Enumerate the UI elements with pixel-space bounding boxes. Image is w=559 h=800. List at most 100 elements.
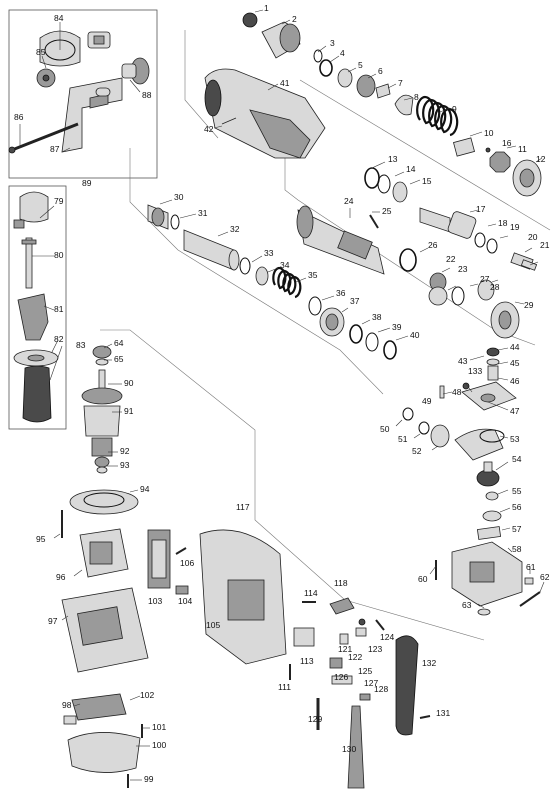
assembly-guide-front	[299, 79, 551, 231]
ring-part	[308, 296, 322, 316]
part-number: 20	[528, 232, 538, 242]
pin-part	[520, 259, 538, 271]
field-part	[79, 528, 129, 578]
spring-part	[272, 266, 302, 299]
retainer-part	[375, 83, 391, 99]
part-number: 12	[536, 154, 546, 164]
part-number: 62	[540, 572, 550, 582]
part-number: 34	[280, 260, 290, 270]
washer-part	[95, 358, 109, 366]
part-number: 40	[410, 330, 420, 340]
part-number: 27	[480, 274, 490, 284]
part-number: 94	[140, 484, 150, 494]
washer-part	[337, 68, 353, 88]
part-number: 30	[174, 192, 184, 202]
screw-part	[462, 382, 470, 390]
washer-part	[485, 491, 499, 501]
cord-part	[347, 705, 365, 789]
part-number: 38	[372, 312, 382, 322]
part-number: 44	[510, 342, 520, 352]
part-number: 93	[120, 460, 130, 470]
part-number: 90	[124, 378, 134, 388]
tool-holder-sleeve-part	[261, 21, 301, 59]
part-number: 2	[292, 14, 297, 24]
screw-part	[369, 214, 379, 229]
part-number: 128	[374, 684, 388, 694]
clamp-block-part	[87, 31, 111, 49]
part-number: 45	[510, 358, 520, 368]
part-number: 25	[382, 206, 392, 216]
part-number: 132	[422, 658, 436, 668]
switch-lever-part	[329, 597, 355, 615]
part-number: 117	[236, 502, 250, 512]
part-number: 39	[392, 322, 402, 332]
ring-part	[319, 59, 333, 77]
part-number: 125	[358, 666, 372, 676]
part-number: 124	[380, 632, 394, 642]
part-number: 3	[330, 38, 335, 48]
bearing-part	[92, 345, 112, 359]
gasket-part	[476, 526, 502, 540]
part-number: 43	[458, 356, 468, 366]
gear-part	[489, 151, 511, 173]
pin-part	[485, 147, 491, 153]
part-number: 84	[54, 13, 64, 23]
shaft-part	[487, 365, 499, 381]
depth-knob-part	[36, 68, 56, 88]
bearing-part	[94, 456, 110, 468]
part-number: 19	[510, 222, 520, 232]
washer-part	[96, 466, 108, 474]
ring-part	[377, 174, 391, 194]
part-number: 99	[144, 774, 154, 784]
part-number: 92	[120, 446, 130, 456]
washer-part	[428, 286, 448, 306]
part-number: 106	[180, 558, 194, 568]
cord-clamp-part	[331, 675, 353, 685]
part-number: 47	[510, 406, 520, 416]
rear-cover-part	[67, 732, 141, 773]
change-ring-part	[319, 307, 345, 337]
attachment-kit-box	[8, 9, 158, 179]
ring-part	[364, 167, 380, 189]
part-number: 56	[512, 502, 522, 512]
handle-flange-part	[13, 349, 59, 367]
assembly-guide-motor	[100, 329, 485, 641]
part-number: 55	[512, 486, 522, 496]
part-number: 133	[468, 366, 482, 376]
part-number: 21	[540, 240, 550, 250]
collar-part	[477, 279, 495, 301]
part-number: 1	[264, 3, 269, 13]
ring-part	[365, 332, 379, 352]
part-number: 42	[204, 124, 214, 134]
part-number: 23	[458, 264, 468, 274]
bearing-plate-part	[461, 381, 517, 411]
baffle-plate-part	[69, 489, 139, 515]
part-number: 96	[56, 572, 66, 582]
part-number: 8	[414, 92, 419, 102]
part-number: 17	[476, 204, 486, 214]
part-number: 57	[512, 524, 522, 534]
part-number: 50	[380, 424, 390, 434]
part-number: 81	[54, 304, 64, 314]
part-number: 41	[280, 78, 290, 88]
part-number: 102	[140, 690, 154, 700]
ring-part	[399, 248, 417, 272]
ring-part	[239, 257, 251, 275]
screw-part	[519, 591, 541, 607]
part-number: 61	[526, 562, 536, 572]
part-number: 4	[340, 48, 345, 58]
part-number: 10	[484, 128, 494, 138]
part-number: 86	[14, 112, 24, 122]
part-number: 15	[422, 176, 432, 186]
pin-part	[439, 385, 445, 399]
part-number: 48	[452, 387, 462, 397]
depth-rod-part	[8, 122, 79, 154]
part-number: 31	[198, 208, 208, 218]
gear-housing-body-part	[451, 541, 523, 607]
handle-band-part	[13, 191, 49, 229]
part-number: 113	[300, 656, 314, 666]
ring-part	[486, 238, 498, 254]
part-number: 103	[148, 596, 162, 606]
screw-part	[419, 715, 431, 719]
part-number: 63	[462, 600, 472, 610]
